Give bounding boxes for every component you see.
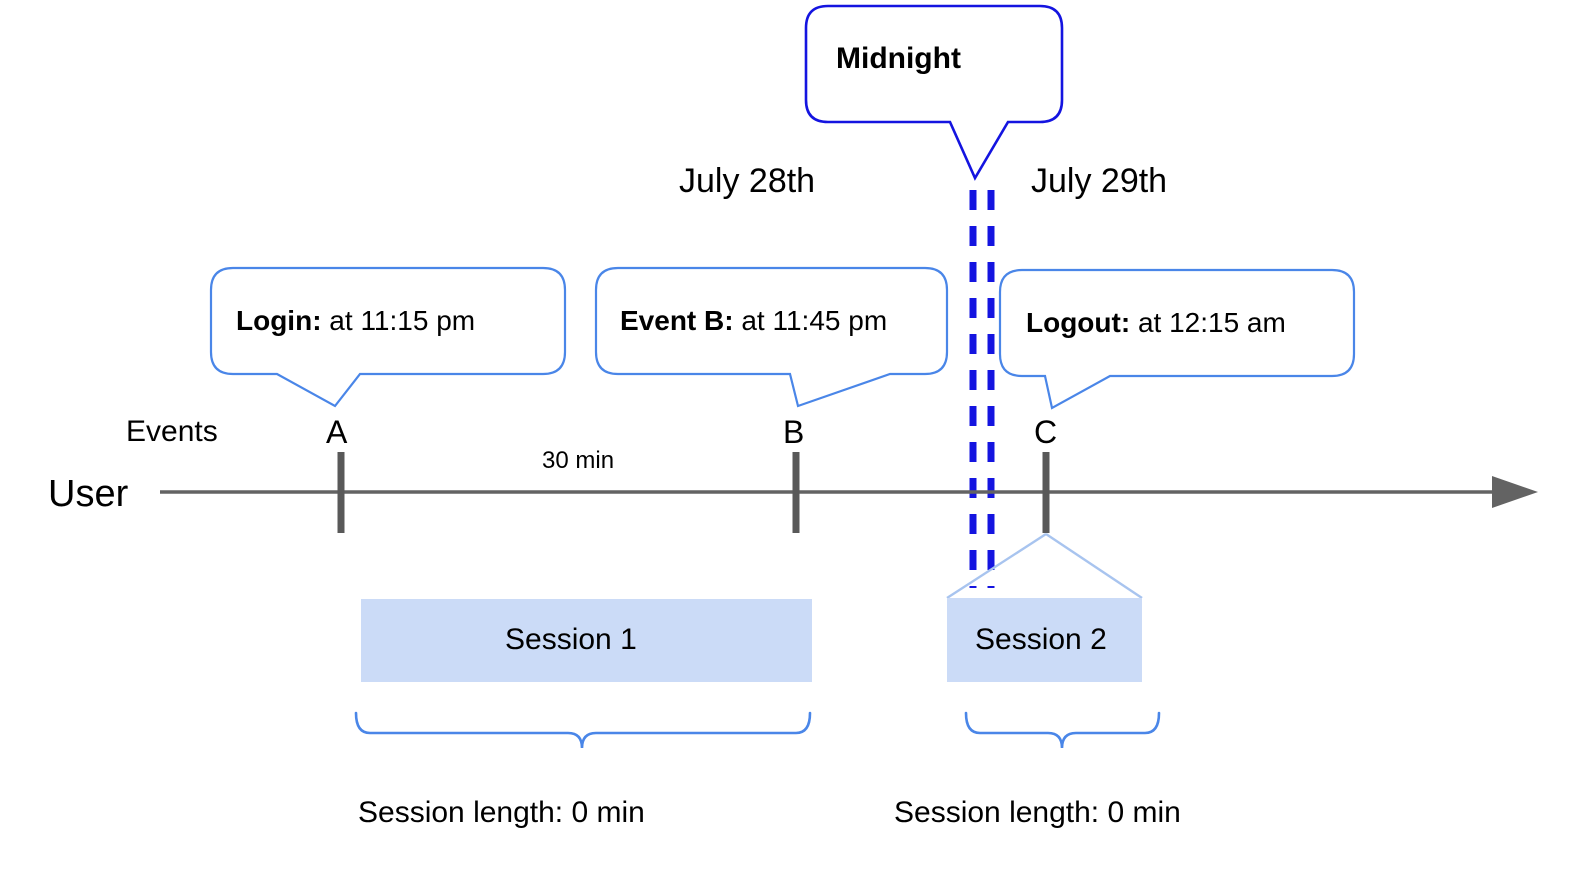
midnight-callout-bubble — [804, 4, 1064, 181]
user-axis-label: User — [48, 473, 129, 515]
session-2-brace — [964, 711, 1161, 749]
event-b-callout-rest: at 11:45 pm — [733, 305, 888, 336]
timeline-arrowhead — [1492, 476, 1538, 508]
login-callout-bold: Login: — [236, 305, 322, 336]
midnight-callout-label: Midnight — [836, 42, 961, 75]
event-marker-label-a: A — [326, 414, 348, 450]
event-b-callout-bubble — [594, 266, 949, 408]
session-2-label: Session 2 — [975, 623, 1107, 656]
login-callout-label: Login: at 11:15 pm — [236, 307, 475, 335]
logout-callout-label: Logout: at 12:15 am — [1026, 309, 1286, 337]
date-label-july-28: July 28th — [679, 162, 816, 200]
event-marker-label-c: C — [1034, 414, 1058, 450]
event-b-callout-bold: Event B: — [620, 305, 734, 336]
session-2-roof-right — [1045, 533, 1143, 599]
session-1-label: Session 1 — [505, 623, 637, 656]
event-marker-label-b: B — [783, 414, 805, 450]
duration-label-30-min: 30 min — [542, 447, 615, 474]
event-b-callout-label: Event B: at 11:45 pm — [620, 307, 887, 335]
session-2-box — [947, 598, 1142, 682]
login-callout-bubble — [209, 266, 567, 408]
events-axis-label: Events — [126, 415, 218, 448]
date-label-july-29: July 29th — [1031, 162, 1168, 200]
session-1-box — [361, 599, 812, 682]
login-callout-rest: at 11:15 pm — [321, 305, 476, 336]
logout-callout-rest: at 12:15 am — [1130, 307, 1286, 338]
session-1-brace — [354, 711, 812, 749]
session-2-length-label: Session length: 0 min — [894, 796, 1181, 829]
session-1-length-label: Session length: 0 min — [358, 796, 645, 829]
logout-callout-bold: Logout: — [1026, 307, 1131, 338]
logout-callout-bubble — [998, 268, 1356, 410]
session-2-roof-left — [946, 532, 1047, 600]
